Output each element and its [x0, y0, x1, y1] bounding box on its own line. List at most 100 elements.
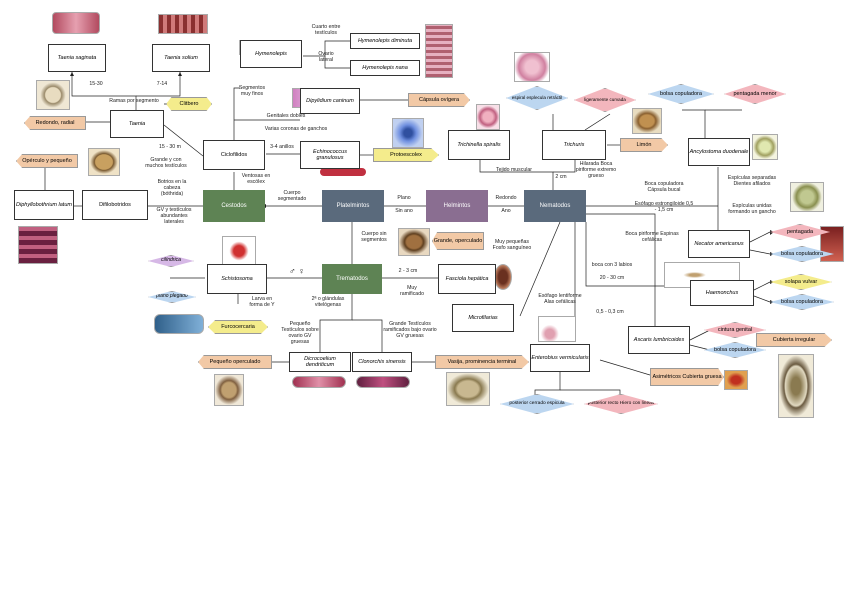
taenia-solium-node[interactable]: Taenia solium [152, 44, 210, 72]
h-nana-node[interactable]: Hymenolepis nana [350, 60, 420, 76]
clitbero-tag[interactable]: Clitbero [166, 97, 212, 111]
worm-photo [158, 14, 208, 34]
egg-photo [790, 182, 824, 212]
trichuris-node[interactable]: Trichuris [542, 130, 606, 160]
edge-label: Larva en forma de Y [249, 296, 275, 308]
diphyllobothrium-node[interactable]: Diphyllobothrium latum [14, 190, 74, 220]
egg-photo [446, 372, 490, 406]
bolsa-cop-4-tag[interactable]: bolsa copuladora [704, 342, 766, 358]
microscope-photo [392, 118, 424, 148]
bolsa-cop-1-tag[interactable]: bolsa copuladora [648, 84, 714, 104]
edge-label: Boca piriforme Espinas cefálicas [625, 231, 679, 243]
worm-photo [52, 12, 100, 34]
cintura-genital-tag[interactable]: cintura genital [704, 322, 766, 338]
ciclofilidos-node[interactable]: Ciclofilidos [203, 140, 265, 170]
taenia-node[interactable]: Taenia [110, 110, 164, 138]
edge-label: Boca copuladora Cápsula bucal [644, 181, 684, 193]
edge-label: Botrios en la cabeza (bóthrida) [157, 179, 187, 197]
microscope-photo [476, 104, 500, 130]
edge-label: Grande Testículos ramificados bajo ovari… [383, 321, 437, 339]
edge-label: 3-4 anillos [270, 144, 294, 150]
edge-label: Segmentos muy finos [238, 85, 266, 97]
edge-label: 2 cm [555, 174, 567, 180]
edge-label: Grande y con muchos testículos [145, 157, 187, 169]
edge-label: GV y testículos abundantes laterales [156, 207, 192, 225]
fasciola-node[interactable]: Fasciola hepática [438, 264, 496, 294]
edge-label: 2ª o glándulas vitelógenas [311, 296, 345, 308]
redondo-radial-tag[interactable]: Redondo, radial [24, 116, 86, 130]
edge-label: ♂ ♀ [288, 266, 306, 276]
dicrocoelium-node[interactable]: Dicrocoelium dendriticum [289, 352, 351, 372]
posterior-cerrado-tag[interactable]: posterior cerrado espicula [500, 394, 574, 414]
difilobotridos-node[interactable]: Difilobotridos [82, 190, 148, 220]
enterobius-node[interactable]: Enterobius vermicularis [530, 344, 590, 372]
egg-photo [632, 108, 662, 134]
edge-label: Redondo [495, 195, 517, 201]
cestodos-node[interactable]: Cestodos [203, 190, 265, 222]
solapa-vulvar-tag[interactable]: solapa vulvar [770, 274, 832, 290]
pequeno-operculado-tag[interactable]: Pequeño operculado [198, 355, 272, 369]
plano-plegado-tag[interactable]: plano plegado [148, 291, 196, 303]
operculo-pequeno-tag[interactable]: Opérculo y pequeño [16, 154, 78, 168]
platelmintos-node[interactable]: Platelmintos [322, 190, 384, 222]
grande-operculado-tag[interactable]: Grande, operculado [432, 232, 484, 250]
edge-label: Ventosas en escólex [241, 173, 271, 185]
edge-label: Plano [397, 195, 411, 201]
egg-photo [398, 228, 430, 256]
edge-label: 7-14 [156, 81, 168, 87]
edge-label: Cuarto entre testículos [311, 24, 341, 36]
worm-photo [538, 316, 576, 342]
limon-tag[interactable]: Limón [620, 138, 668, 152]
edge-label: Ramas por segmento [109, 98, 159, 104]
dipylidium-node[interactable]: Dipylidium caninum [300, 88, 360, 114]
worm-photo [154, 314, 204, 334]
ancylostoma-node[interactable]: Ancylostoma duodenale [688, 138, 750, 166]
nematodos-node[interactable]: Nematodos [524, 190, 586, 222]
necator-node[interactable]: Necator americanus [688, 230, 750, 258]
haemonchus-node[interactable]: Haemonchus [690, 280, 754, 306]
egg-photo [494, 264, 512, 290]
pentagada-menor-tag[interactable]: pentagada menor [724, 84, 786, 104]
ascaris-node[interactable]: Ascaris lumbricoides [628, 326, 690, 354]
echinococcus-node[interactable]: Echinococcus granulosus [300, 141, 360, 169]
microscope-photo [425, 24, 453, 78]
egg-photo [88, 148, 120, 176]
edge-label: Tejido muscular [495, 167, 533, 173]
edge-label: Ano [501, 208, 511, 214]
egg-photo [214, 374, 244, 406]
edge-label: Hilarada Boca piriforme extremo grueso [575, 161, 617, 179]
schistosoma-node[interactable]: Schistosoma [207, 264, 267, 294]
hymenolepis-node[interactable]: Hymenolepis [240, 40, 302, 68]
helmintos-node[interactable]: Helmintos [426, 190, 488, 222]
edge-label: 2 - 3 cm [398, 268, 418, 274]
worm-photo [292, 376, 346, 388]
edge-label: Genitales dobles [266, 113, 306, 119]
edge-label: Muy ramificado [400, 285, 424, 297]
edge-label: Esófago estrongiloide 0,5 - 1,5 cm [634, 201, 694, 213]
taenia-saginata-node[interactable]: Taenia saginata [48, 44, 106, 72]
pentagada-tag[interactable]: pentagada [770, 224, 830, 240]
furcocercaria-tag[interactable]: Furcocercaria [208, 320, 268, 334]
protoescolex-tag[interactable]: Protoescolex [373, 148, 439, 162]
edge-label: Pequeño Testículos sobre ovario GV grues… [281, 321, 319, 345]
cubierta-irregular-tag[interactable]: Cubierta irregular [756, 333, 832, 347]
egg-photo [752, 134, 778, 160]
edge-label: Espículas separadas Dientes afilados [727, 175, 777, 187]
edge-label: Sin ano [395, 208, 413, 214]
edge-label: 0,5 - 0,3 cm [596, 309, 624, 315]
trichinella-node[interactable]: Trichinella spiralis [448, 130, 510, 160]
clonorchis-node[interactable]: Clonorchis sinensis [352, 352, 412, 372]
vasija-tag[interactable]: Vasija, prominencia terminal [435, 355, 529, 369]
microfilarias-node[interactable]: Microfilarias [452, 304, 514, 332]
edge-label: Ovario lateral [318, 51, 334, 63]
posterior-recto-tag[interactable]: posterior recto Hiero con lineas [584, 394, 658, 414]
bolsa-cop-2-tag[interactable]: bolsa copuladora [770, 246, 834, 262]
trematodos-node[interactable]: Trematodos [322, 264, 382, 294]
edge-label: Varias coronas de ganchos [264, 126, 328, 132]
bolsa-cop-3-tag[interactable]: bolsa copuladora [770, 294, 834, 310]
capsula-ovigera-tag[interactable]: Cápsula ovígera [408, 93, 470, 107]
cilindrica-tag[interactable]: cilíndrica [148, 255, 194, 267]
asimetricos-tag[interactable]: Asimétricos Cubierta gruesa [650, 368, 724, 386]
h-diminuta-node[interactable]: Hymenolepis diminuta [350, 33, 420, 49]
edge-label: 15-30 [89, 81, 103, 87]
